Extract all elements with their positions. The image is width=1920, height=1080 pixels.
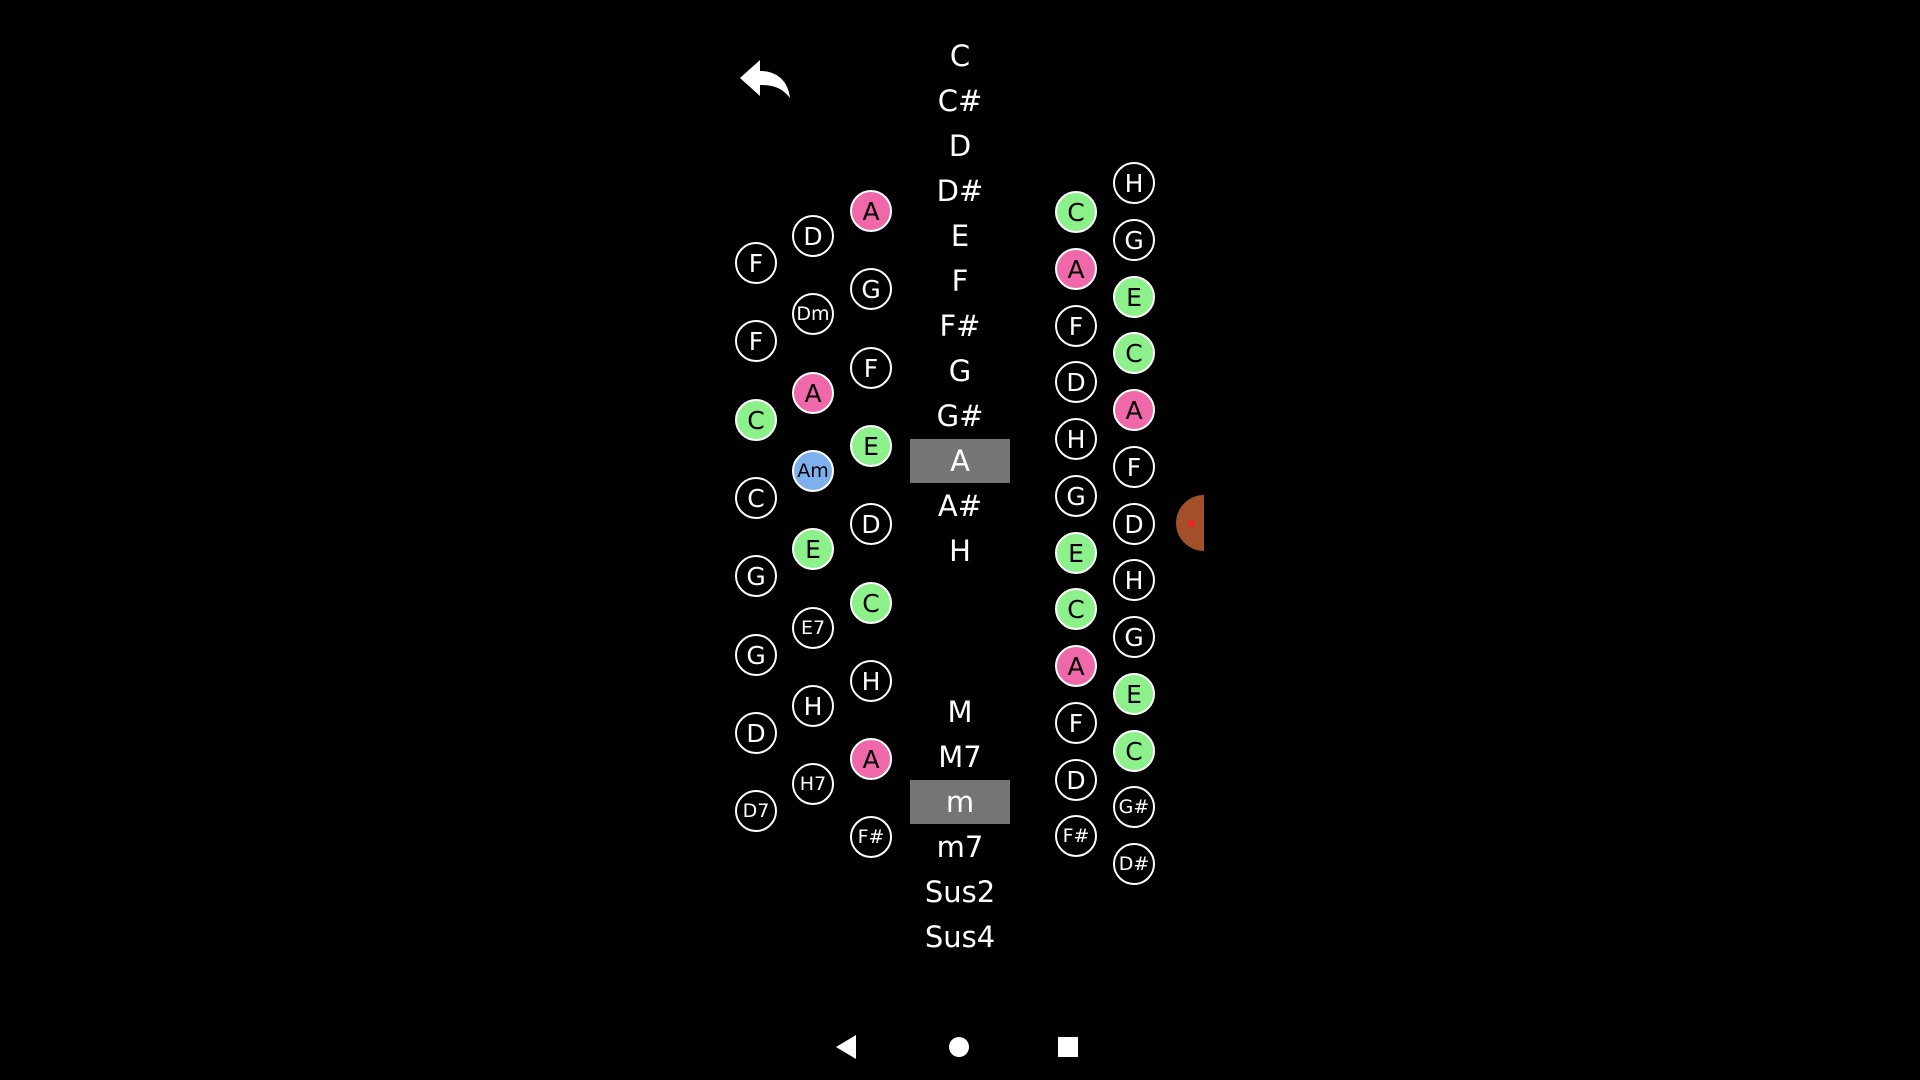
button-c[interactable]: C	[1113, 332, 1155, 374]
button-a[interactable]: A	[1055, 248, 1097, 290]
nav-recents-button[interactable]	[1056, 1037, 1080, 1059]
button-f[interactable]: F	[850, 347, 892, 389]
root-note-h[interactable]: H	[949, 534, 971, 568]
root-note-e[interactable]: E	[950, 219, 970, 253]
button-c[interactable]: C	[1113, 730, 1155, 772]
button-h[interactable]: H	[792, 685, 834, 727]
button-f[interactable]: F	[1055, 702, 1097, 744]
button-g[interactable]: G	[850, 268, 892, 310]
button-g[interactable]: G	[1113, 219, 1155, 261]
button-d[interactable]: D	[850, 503, 892, 545]
button-d[interactable]: D	[1055, 361, 1097, 403]
button-c[interactable]: C	[735, 399, 777, 441]
root-note-a[interactable]: A	[910, 439, 1010, 483]
root-note-f[interactable]: F	[951, 264, 969, 298]
button-c[interactable]: C	[1055, 191, 1097, 233]
button-d7[interactable]: D7	[735, 790, 777, 832]
nav-back-button[interactable]	[832, 1035, 860, 1061]
button-f[interactable]: F	[1113, 446, 1155, 488]
root-note-d[interactable]: D	[948, 129, 972, 163]
button-e[interactable]: E	[850, 425, 892, 467]
back-arrow-icon	[740, 60, 790, 98]
button-a[interactable]: A	[850, 190, 892, 232]
button-f-sharp[interactable]: F#	[1055, 815, 1097, 857]
circle-home-icon	[949, 1037, 969, 1057]
button-am[interactable]: Am	[792, 450, 834, 492]
button-e[interactable]: E	[1113, 673, 1155, 715]
button-d[interactable]: D	[735, 712, 777, 754]
button-f[interactable]: F	[1055, 305, 1097, 347]
root-note-c[interactable]: C	[949, 39, 971, 73]
back-button[interactable]	[736, 52, 796, 108]
button-d[interactable]: D	[1113, 503, 1155, 545]
button-e[interactable]: E	[792, 528, 834, 570]
button-f[interactable]: F	[735, 320, 777, 362]
button-c[interactable]: C	[850, 582, 892, 624]
button-d-sharp[interactable]: D#	[1113, 843, 1155, 885]
button-h[interactable]: H	[1113, 162, 1155, 204]
nav-home-button[interactable]	[946, 1037, 972, 1060]
button-g[interactable]: G	[1113, 616, 1155, 658]
button-f[interactable]: F	[735, 242, 777, 284]
chord-type-m[interactable]: m	[910, 780, 1010, 824]
button-h7[interactable]: H7	[792, 763, 834, 805]
button-a[interactable]: A	[1055, 645, 1097, 687]
root-note-d-sharp[interactable]: D#	[936, 174, 984, 208]
square-recents-icon	[1058, 1037, 1078, 1057]
root-note-g-sharp[interactable]: G#	[936, 399, 984, 433]
root-note-a-sharp[interactable]: A#	[937, 489, 983, 523]
button-g[interactable]: G	[735, 634, 777, 676]
button-dm[interactable]: Dm	[792, 293, 834, 335]
button-e7[interactable]: E7	[792, 607, 834, 649]
button-e[interactable]: E	[1055, 532, 1097, 574]
chord-type-m7[interactable]: M7	[938, 740, 982, 774]
button-f-sharp[interactable]: F#	[850, 816, 892, 858]
root-note-g[interactable]: G	[948, 354, 972, 388]
root-note-c-sharp[interactable]: C#	[937, 84, 983, 118]
button-d[interactable]: D	[792, 215, 834, 257]
button-h[interactable]: H	[1055, 418, 1097, 460]
button-a[interactable]: A	[1113, 389, 1155, 431]
root-note-f-sharp[interactable]: F#	[939, 309, 981, 343]
button-h[interactable]: H	[1113, 559, 1155, 601]
button-e[interactable]: E	[1113, 276, 1155, 318]
button-d[interactable]: D	[1055, 759, 1097, 801]
chord-type-m7[interactable]: m7	[936, 830, 984, 864]
chord-type-m[interactable]: M	[947, 695, 973, 729]
button-g[interactable]: G	[1055, 475, 1097, 517]
chord-type-sus4[interactable]: Sus4	[924, 920, 996, 954]
handle-dot	[1188, 520, 1195, 527]
chord-type-sus2[interactable]: Sus2	[924, 875, 996, 909]
side-drawer-handle[interactable]	[1176, 495, 1204, 551]
button-c[interactable]: C	[1055, 588, 1097, 630]
button-a[interactable]: A	[850, 738, 892, 780]
button-a[interactable]: A	[792, 372, 834, 414]
triangle-back-icon	[836, 1035, 856, 1059]
button-g[interactable]: G	[735, 555, 777, 597]
button-h[interactable]: H	[850, 660, 892, 702]
button-g-sharp[interactable]: G#	[1113, 786, 1155, 828]
button-c[interactable]: C	[735, 477, 777, 519]
